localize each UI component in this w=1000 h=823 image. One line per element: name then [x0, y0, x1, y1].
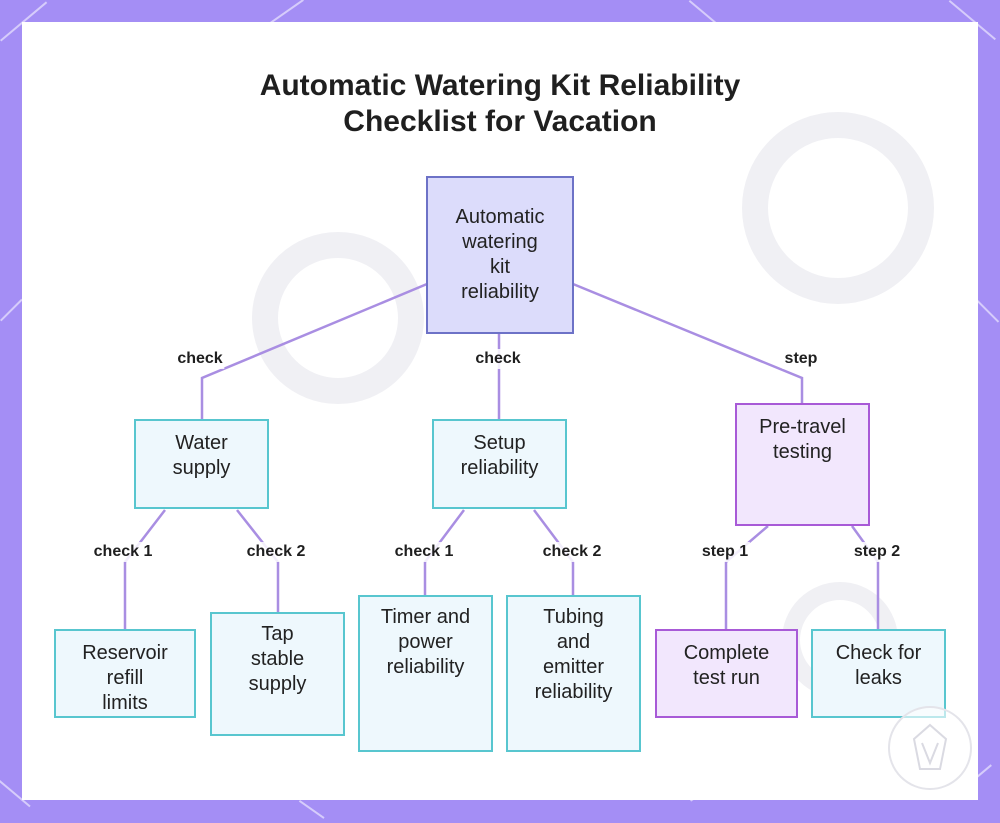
node-text: Setup — [473, 432, 526, 454]
node-text: Check for — [835, 642, 922, 664]
node-reservoir-refill-limits[interactable]: Reservoir refill limits — [54, 629, 196, 718]
node-text: reliability — [534, 681, 613, 703]
edge-root-pretravel — [572, 282, 804, 404]
node-text: test run — [693, 667, 760, 689]
node-tap-stable-supply[interactable]: Tap stable supply — [210, 612, 345, 736]
node-text: emitter — [542, 656, 605, 678]
title-line: Checklist for Vacation — [343, 105, 657, 138]
node-root[interactable]: Automatic watering kit reliability — [426, 176, 574, 334]
node-text: watering — [462, 231, 538, 253]
edge-label: step 2 — [851, 542, 903, 562]
edge-label: step — [782, 349, 820, 369]
node-setup-reliability[interactable]: Setup reliability — [432, 419, 567, 509]
edge-label: step 1 — [699, 542, 751, 562]
node-text: Water — [175, 432, 228, 454]
node-text: supply — [172, 457, 231, 479]
node-text: stable — [250, 648, 305, 670]
node-text: refill — [106, 667, 144, 689]
node-text: reliability — [461, 281, 539, 303]
node-text: power — [398, 631, 453, 653]
edge-label: check — [175, 349, 225, 369]
node-text: Timer and — [380, 606, 471, 628]
node-complete-test-run[interactable]: Complete test run — [655, 629, 798, 718]
node-text: leaks — [855, 667, 902, 689]
edge-pretravel-testrun — [724, 525, 769, 630]
edge-setup-tubing — [533, 509, 575, 596]
node-check-for-leaks[interactable]: Check for leaks — [811, 629, 946, 718]
node-text: testing — [773, 441, 832, 463]
edge-pretravel-leaks — [850, 525, 880, 630]
edge-label: check 2 — [540, 542, 604, 562]
node-tubing-emitter-reliability[interactable]: Tubing and emitter reliability — [506, 595, 641, 752]
node-pre-travel-testing[interactable]: Pre-travel testing — [735, 403, 870, 526]
node-text: reliability — [386, 656, 465, 678]
watermark-logo-icon — [888, 706, 972, 790]
node-text: kit — [490, 256, 510, 278]
node-text: Complete — [683, 642, 770, 664]
edge-label: check 2 — [244, 542, 308, 562]
edge-label: check — [473, 349, 523, 369]
edge-setup-timer — [423, 509, 465, 596]
node-text: reliability — [460, 457, 539, 479]
node-text: Tubing — [543, 606, 604, 628]
edge-root-water — [200, 282, 428, 420]
node-timer-power-reliability[interactable]: Timer and power reliability — [358, 595, 493, 752]
title-line: Automatic Watering Kit Reliability — [259, 69, 741, 102]
node-text: and — [556, 631, 591, 653]
node-text: Reservoir — [82, 642, 168, 664]
node-text: Tap — [261, 623, 294, 645]
node-text: Pre-travel — [759, 416, 846, 438]
edge-water-reservoir — [123, 509, 166, 629]
page-title: Automatic Watering Kit Reliability Check… — [0, 68, 1000, 140]
edge-label: check 1 — [392, 542, 456, 562]
edge-water-tap — [236, 509, 280, 612]
node-text: Automatic — [455, 206, 545, 228]
node-water-supply[interactable]: Water supply — [134, 419, 269, 509]
node-text: limits — [102, 692, 148, 714]
node-text: supply — [248, 673, 307, 695]
edge-label: check 1 — [91, 542, 155, 562]
